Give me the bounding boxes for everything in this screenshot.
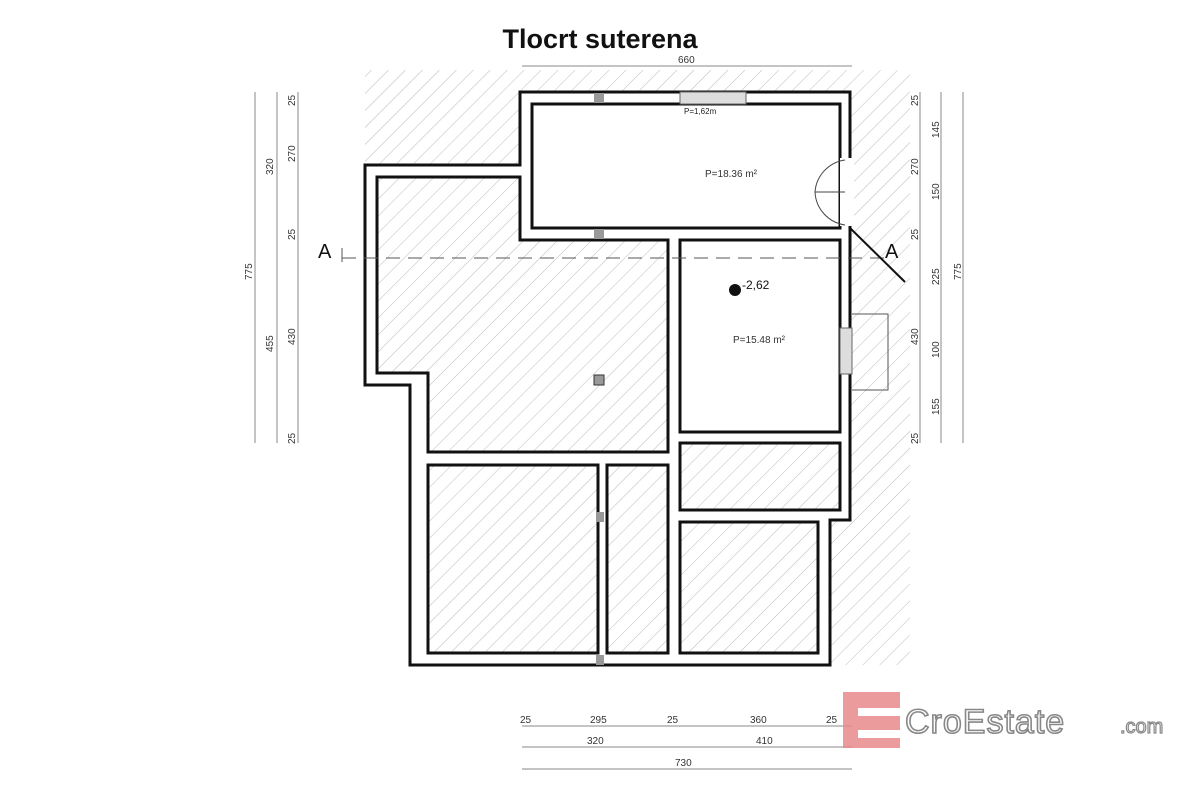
column (594, 229, 604, 239)
svg-text:145: 145 (931, 121, 942, 138)
section-label-right: A (885, 241, 899, 263)
level-value: -2,62 (742, 278, 770, 292)
room-bottom-left (426, 463, 600, 655)
svg-text:.com: .com (1120, 716, 1163, 738)
svg-text:225: 225 (931, 268, 942, 285)
dim-lines-left (254, 92, 299, 443)
dim-lines-right (919, 92, 964, 443)
room-small-2 (678, 520, 820, 655)
room-bottom-mid (605, 463, 670, 655)
window-bay (852, 313, 889, 391)
svg-text:25: 25 (520, 715, 532, 726)
dim-text-right: 25 270 25 430 25 145 150 225 100 155 775 (910, 94, 964, 444)
column (596, 655, 604, 665)
croestate-logo: CroEstate .com (843, 692, 1164, 748)
window-right (839, 327, 853, 375)
svg-text:25: 25 (910, 432, 921, 444)
svg-text:155: 155 (931, 398, 942, 415)
svg-text:25: 25 (287, 94, 298, 106)
svg-text:775: 775 (953, 263, 964, 280)
section-label-left: A (318, 241, 332, 263)
logo-e-mark (843, 692, 900, 748)
svg-text:25: 25 (287, 228, 298, 240)
dim-text-bottom: 25 295 25 360 25 320 410 730 (520, 715, 838, 769)
svg-text:270: 270 (287, 145, 298, 162)
svg-text:430: 430 (910, 328, 921, 345)
svg-text:270: 270 (910, 158, 921, 175)
door-swing (814, 159, 846, 226)
window-note: P=1,62m (684, 107, 717, 116)
svg-text:410: 410 (756, 736, 773, 747)
room-small-1 (678, 441, 842, 512)
svg-text:455: 455 (265, 335, 276, 352)
plan-title: Tlocrt suterena (502, 24, 698, 54)
level-marker-icon (729, 284, 741, 296)
column (594, 93, 604, 103)
svg-text:100: 100 (931, 341, 942, 358)
room-top (530, 102, 842, 230)
svg-text:320: 320 (587, 736, 604, 747)
svg-text:25: 25 (910, 94, 921, 106)
area-top-room: P=18.36 m² (705, 169, 758, 180)
svg-text:775: 775 (244, 263, 255, 280)
column (596, 512, 604, 522)
area-right-room: P=15.48 m² (733, 335, 786, 346)
svg-text:730: 730 (675, 758, 692, 769)
window-top (679, 91, 747, 105)
dim-text-left: 775 320 455 25 270 25 430 25 (244, 94, 298, 444)
svg-text:25: 25 (910, 228, 921, 240)
svg-text:320: 320 (265, 158, 276, 175)
svg-text:25: 25 (667, 715, 679, 726)
svg-text:CroEstate: CroEstate (905, 703, 1065, 741)
svg-text:360: 360 (750, 715, 767, 726)
svg-text:295: 295 (590, 715, 607, 726)
section-arrow (849, 227, 906, 283)
svg-text:25: 25 (826, 715, 838, 726)
dim-top: 660 (678, 55, 695, 66)
svg-text:430: 430 (287, 328, 298, 345)
column (593, 374, 605, 386)
door-gap (840, 158, 854, 226)
dim-lines-bottom (522, 725, 852, 770)
svg-text:150: 150 (931, 183, 942, 200)
svg-text:25: 25 (287, 432, 298, 444)
